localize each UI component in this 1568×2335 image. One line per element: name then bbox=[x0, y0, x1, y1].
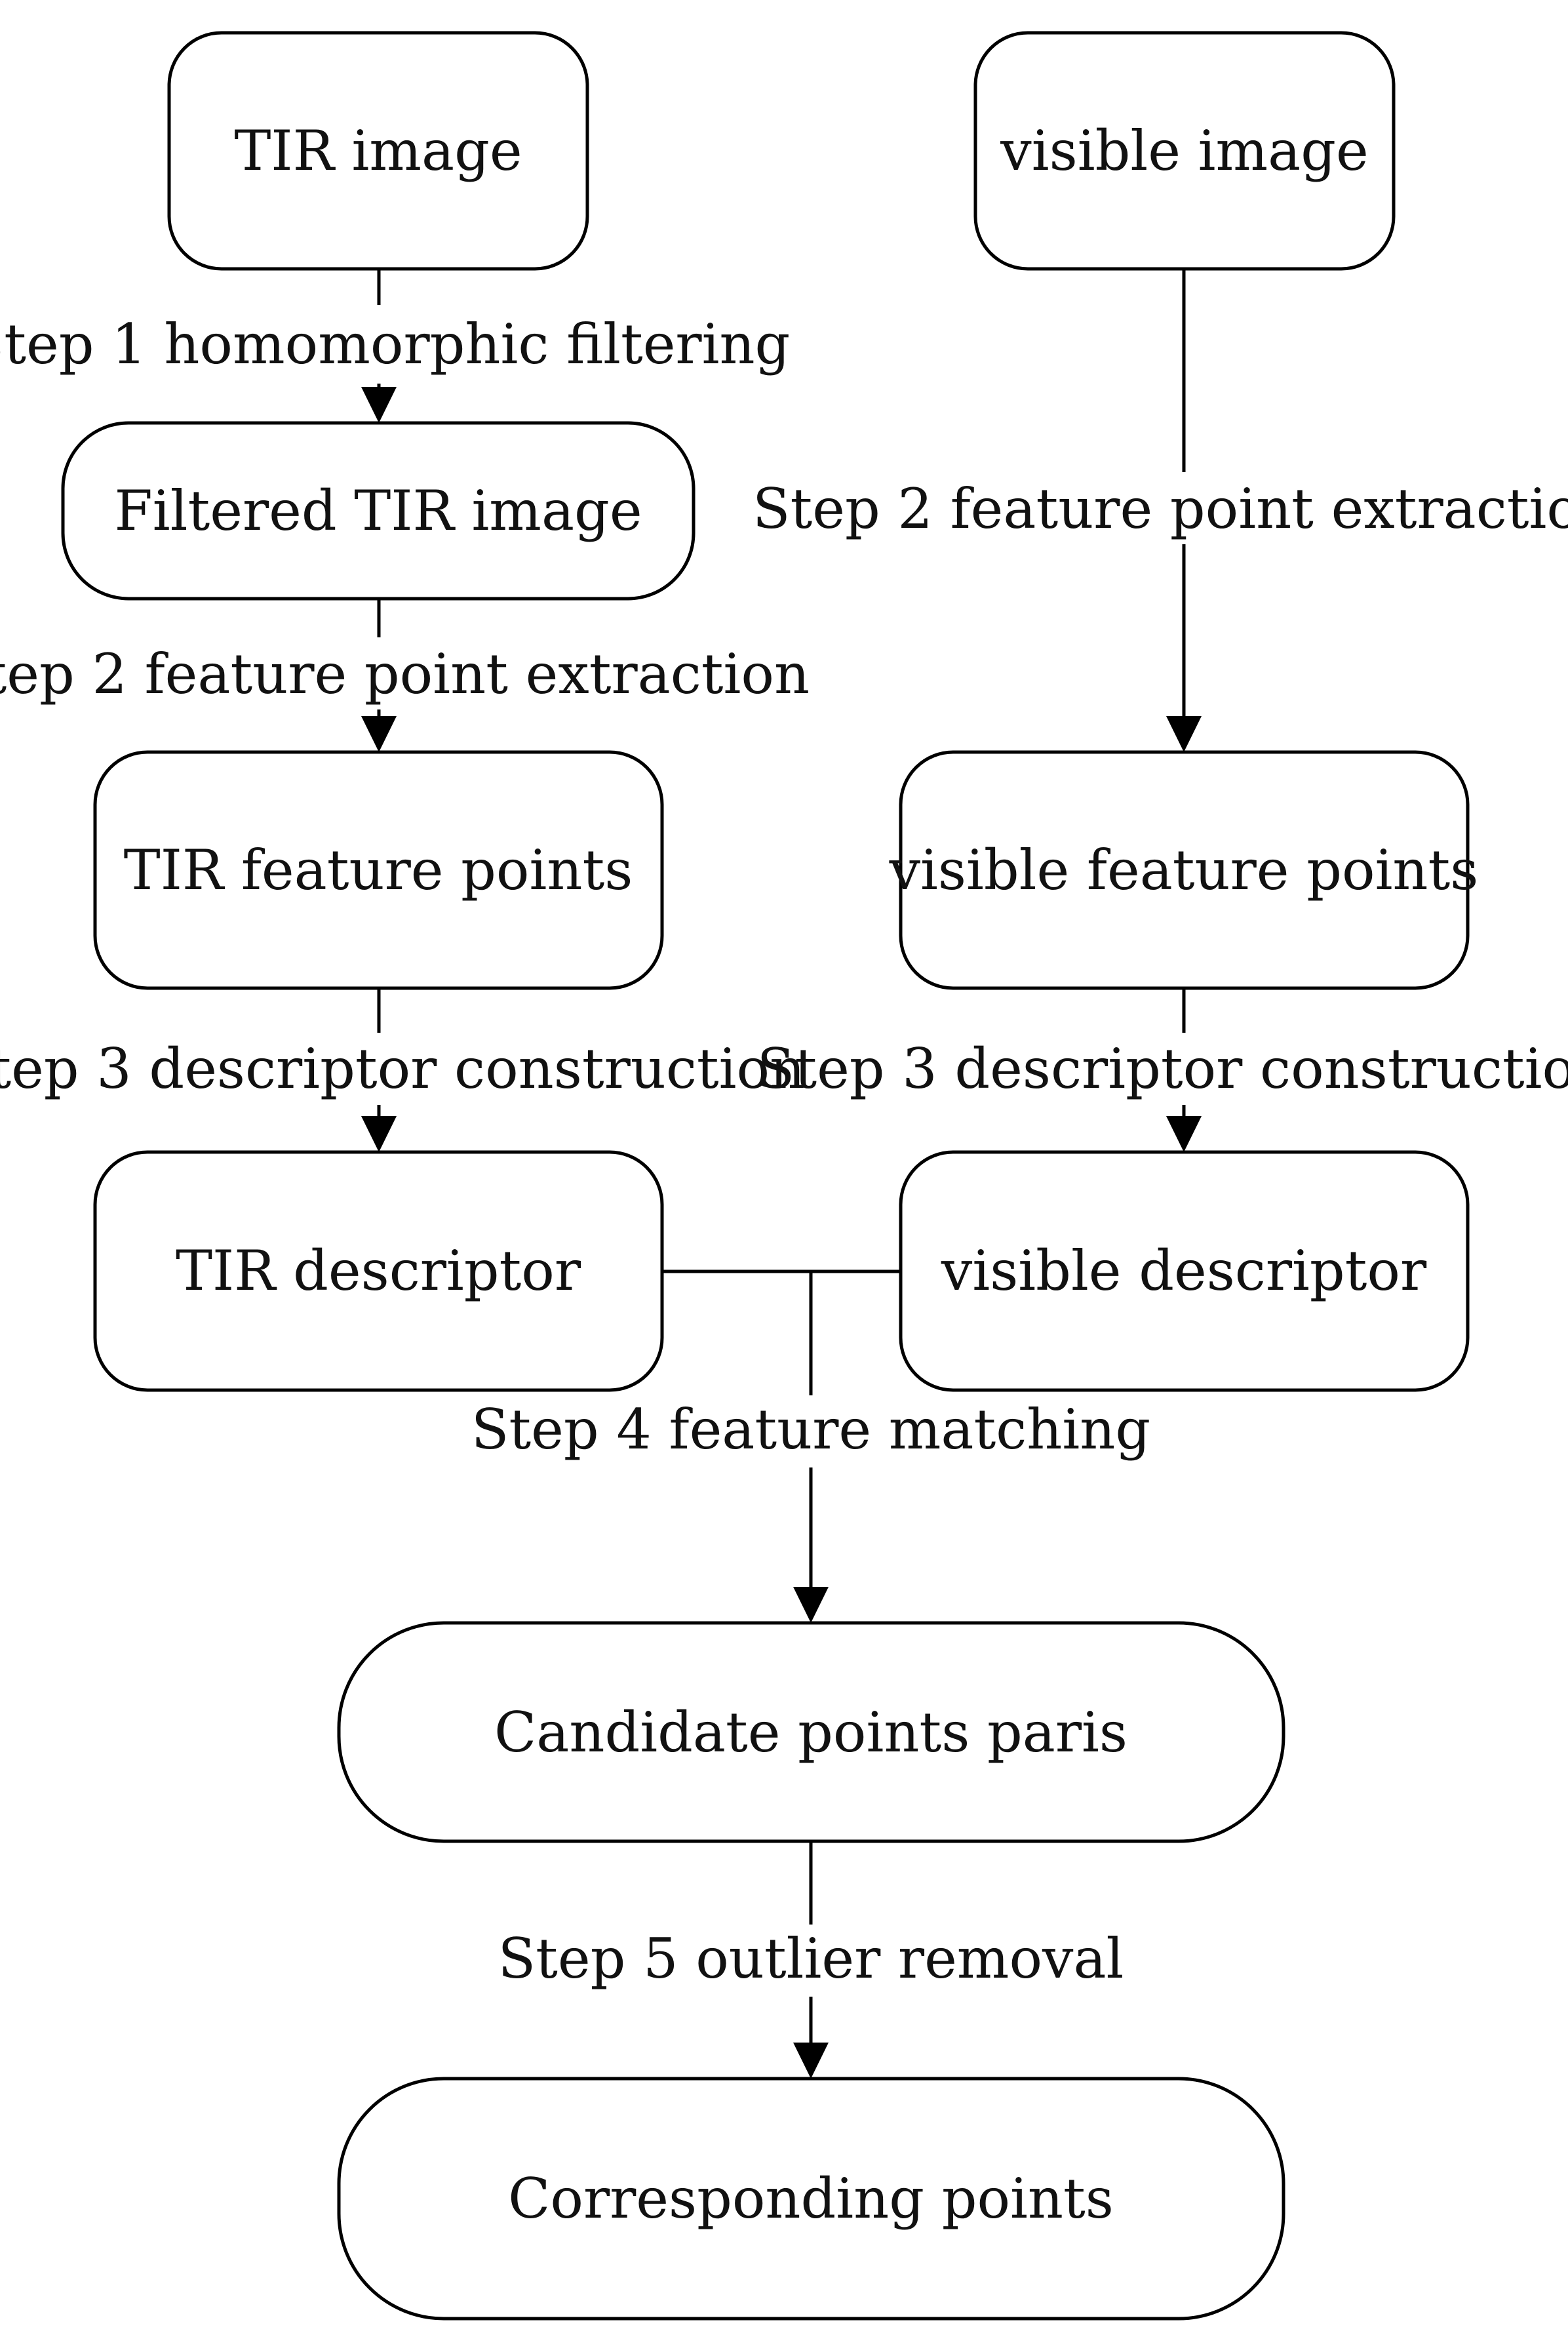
node-visible-image-label: visible image bbox=[1000, 119, 1368, 183]
node-tir-descriptor-label: TIR descriptor bbox=[176, 1239, 581, 1303]
step3-tir-label: Step 3 descriptor construction bbox=[0, 1037, 805, 1101]
arrowhead-tir-descriptor bbox=[361, 1116, 397, 1152]
arrowhead-corresponding bbox=[793, 2043, 829, 2079]
arrowhead-visible-descriptor bbox=[1166, 1116, 1202, 1152]
node-visible-image: visible image bbox=[973, 31, 1396, 271]
node-tir-image-label: TIR image bbox=[234, 119, 522, 183]
step-label-group-1: Step 1 homomorphic filtering bbox=[0, 305, 790, 384]
step-label-group-4: Step 4 feature matching bbox=[471, 1395, 1150, 1467]
arrowhead-tir-features bbox=[361, 716, 397, 752]
node-visible-descriptor: visible descriptor bbox=[899, 1150, 1470, 1392]
step1-label: Step 1 homomorphic filtering bbox=[0, 312, 790, 376]
node-tir-descriptor: TIR descriptor bbox=[93, 1150, 664, 1392]
step-label-group-3-tir: Step 3 descriptor construction bbox=[0, 1033, 805, 1105]
node-tir-image: TIR image bbox=[167, 31, 589, 271]
arrowhead-visible-features bbox=[1166, 716, 1202, 752]
step3-visible-label: Step 3 descriptor construction bbox=[757, 1037, 1568, 1101]
step4-label: Step 4 feature matching bbox=[471, 1397, 1150, 1462]
node-candidate-points: Candidate points paris bbox=[337, 1621, 1285, 1843]
node-candidate-points-label: Candidate points paris bbox=[494, 1700, 1127, 1765]
node-filtered-tir-image-label: Filtered TIR image bbox=[114, 479, 642, 543]
node-corresponding-points-label: Corresponding points bbox=[508, 2166, 1114, 2231]
step-label-group-2-tir: Step 2 feature point extraction bbox=[0, 637, 810, 709]
node-tir-feature-points: TIR feature points bbox=[93, 750, 664, 990]
step-label-group-2-visible: Step 2 feature point extraction bbox=[753, 472, 1568, 544]
step-label-group-3-visible: Step 3 descriptor construction bbox=[757, 1033, 1568, 1105]
node-corresponding-points: Corresponding points bbox=[337, 2077, 1285, 2321]
step2-visible-label: Step 2 feature point extraction bbox=[753, 477, 1568, 541]
node-visible-feature-points: visible feature points bbox=[889, 750, 1479, 990]
step-label-group-5: Step 5 outlier removal bbox=[498, 1925, 1124, 1997]
step2-tir-label: Step 2 feature point extraction bbox=[0, 642, 810, 706]
node-filtered-tir-image: Filtered TIR image bbox=[61, 421, 696, 601]
node-visible-feature-points-label: visible feature points bbox=[889, 838, 1479, 902]
node-tir-feature-points-label: TIR feature points bbox=[124, 838, 633, 902]
arrowhead-candidates bbox=[793, 1587, 829, 1623]
node-visible-descriptor-label: visible descriptor bbox=[941, 1239, 1427, 1303]
arrowhead-filtered bbox=[361, 387, 397, 423]
step5-label: Step 5 outlier removal bbox=[498, 1926, 1124, 1991]
